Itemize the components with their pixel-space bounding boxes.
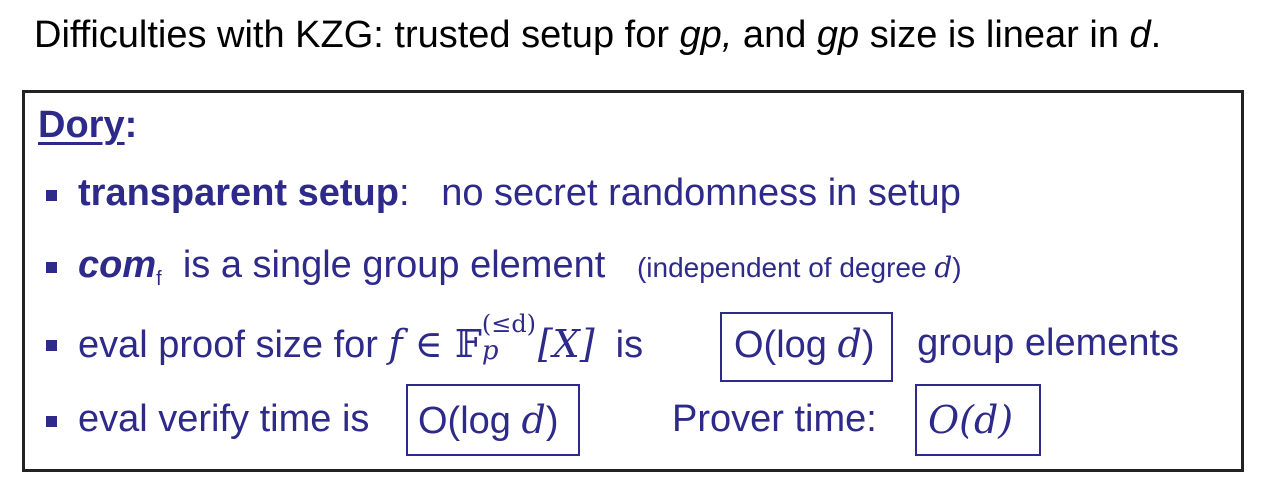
in-symbol: ∈ xyxy=(402,322,455,366)
bullet-3-text: eval proof size for xyxy=(78,324,389,366)
title-gp-1: gp, xyxy=(679,14,733,56)
bullet-2-paren-close: ) xyxy=(952,252,962,283)
dory-heading-text: Dory xyxy=(38,104,125,146)
bullet-3-marker xyxy=(46,340,57,351)
title-d: d xyxy=(1129,14,1151,56)
bullet-1-text: no secret randomness in setup xyxy=(409,172,961,214)
prover-time-box xyxy=(915,384,1041,456)
bullet-2-text: is a single group element xyxy=(161,244,637,286)
field-symbol: 𝔽 xyxy=(454,322,482,366)
bullet-1-bold: transparent setup xyxy=(78,172,399,214)
dory-heading-colon: : xyxy=(124,104,138,146)
title-suffix: size is linear in xyxy=(859,14,1130,56)
bullet-4-marker xyxy=(46,416,57,427)
proof-size-box xyxy=(720,312,893,382)
title-gp-2: gp xyxy=(816,14,860,56)
com-subscript: f xyxy=(156,268,162,290)
f-symbol: f xyxy=(388,322,403,366)
slide-title: Difficulties with KZG: trusted setup for… xyxy=(34,14,1161,57)
bullet-2-paren-d: d xyxy=(934,251,953,284)
poly-ring: [X] xyxy=(537,322,595,366)
bullet-2-paren-open: (independent of degree xyxy=(636,252,935,283)
verify-time-bound: O(log d) xyxy=(418,398,559,442)
bullet-3-is: is xyxy=(594,324,654,366)
proof-size-bound: O(log d) xyxy=(734,322,875,366)
title-end: . xyxy=(1150,14,1162,56)
prover-time-bound: O(d) xyxy=(928,398,1014,442)
verify-time-box xyxy=(406,384,580,456)
bullet-1-marker xyxy=(46,190,57,201)
bullet-1-sep: : xyxy=(398,172,410,214)
title-prefix: Difficulties with KZG: trusted setup for xyxy=(34,14,680,56)
bullet-4-text: eval verify time is xyxy=(78,398,370,440)
bullet-3-tail: group elements xyxy=(896,322,1180,364)
bullet-4: eval verify time is xyxy=(78,398,369,441)
field-superscript: (≤d) xyxy=(481,310,537,338)
bullet-2-marker xyxy=(46,262,57,273)
title-mid: and xyxy=(732,14,817,56)
com-symbol: com xyxy=(78,244,157,286)
bullet-1: transparent setup: no secret randomness … xyxy=(78,172,961,215)
field-subscript: p xyxy=(481,336,499,366)
dory-box xyxy=(22,90,1244,472)
prover-time-label: Prover time: xyxy=(672,398,877,440)
bullet-2: comf is a single group element (independ… xyxy=(78,244,962,291)
dory-heading: Dory: xyxy=(38,104,137,147)
